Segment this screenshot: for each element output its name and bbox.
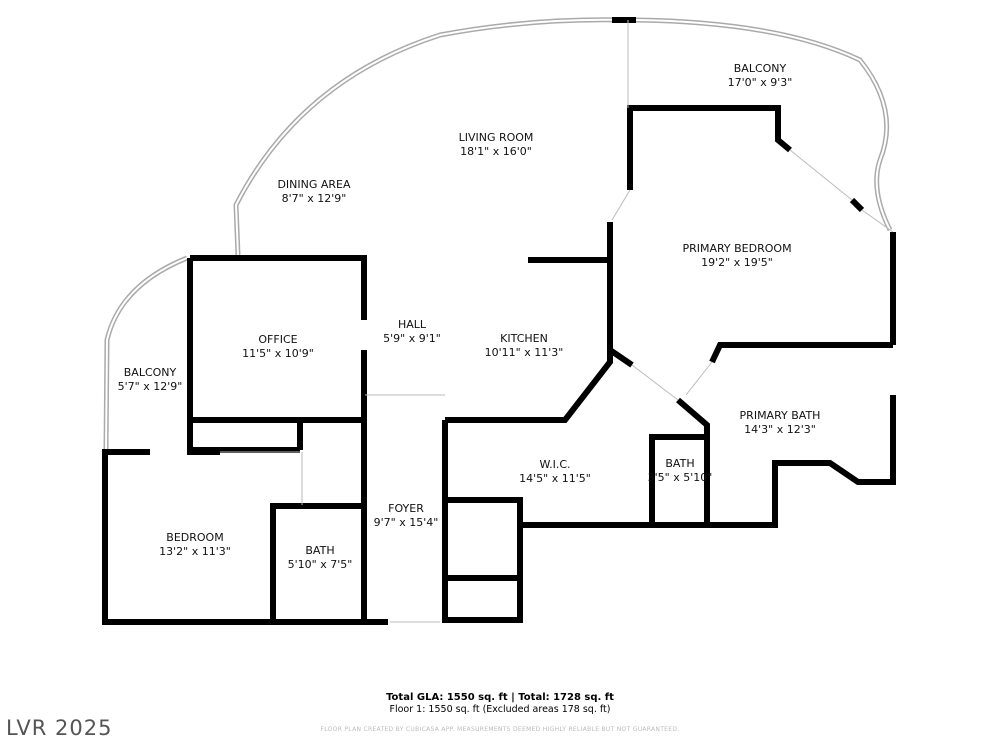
total-area: Total GLA: 1550 sq. ft | Total: 1728 sq.… xyxy=(386,692,614,703)
exterior-curves xyxy=(103,17,893,451)
watermark: LVR 2025 xyxy=(6,716,113,740)
doors-openings xyxy=(220,20,894,623)
room-label-wic: W.I.C.14'5" x 11'5" xyxy=(519,458,591,485)
floor-area: Floor 1: 1550 sq. ft (Excluded areas 178… xyxy=(389,704,611,715)
walls xyxy=(102,17,896,625)
disclaimer: FLOOR PLAN CREATED BY CUBICASA APP. MEAS… xyxy=(320,726,680,733)
